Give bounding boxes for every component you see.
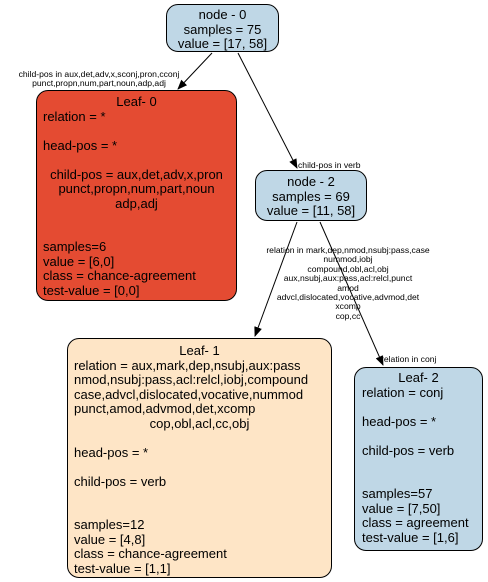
text-line xyxy=(362,458,482,473)
text-line: relation = aux,mark,dep,nsubj,aux:pass xyxy=(74,357,301,373)
text-line: head-pos = * xyxy=(362,413,437,429)
text-line: child-pos = verb xyxy=(362,442,455,458)
text-line xyxy=(37,124,236,139)
text-line: child-pos in aux,det,adv,x,sconj,pron,cc… xyxy=(18,69,180,79)
edge-node0-leaf0 xyxy=(177,52,213,90)
text-line: samples = 75 xyxy=(183,21,262,37)
text-line: nmod,nsubj:pass,acl:relcl,iobj,compound xyxy=(74,372,309,387)
text-line: class = chance-agreement xyxy=(74,546,227,561)
text-line: samples=12 xyxy=(74,517,145,532)
text-line: relation = conj xyxy=(362,384,444,400)
text-line xyxy=(68,489,331,504)
edge-node0-node2 xyxy=(237,52,298,169)
edge-label-node2: child-pos in verb xyxy=(298,160,361,170)
text-line: test-value = [0,0] xyxy=(43,282,140,298)
text-line xyxy=(37,211,236,226)
edge-label-leaf0: child-pos in aux,det,adv,x,sconj,pron,cc… xyxy=(2,69,196,89)
edge-node2-leaf1 xyxy=(254,221,298,337)
text-line xyxy=(68,504,331,519)
text-line: value = [6,0] xyxy=(43,253,115,269)
text-line: punct,propn,num,part,noun xyxy=(58,181,215,196)
text-line: child-pos = aux,det,adv,x,pron xyxy=(50,166,223,182)
text-line: amod xyxy=(337,282,359,293)
text-line: test-value = [1,1] xyxy=(74,560,171,576)
text-line: nummod,iobj xyxy=(323,254,373,265)
text-line: Leaf- 2 xyxy=(398,370,439,385)
text-line: relation = * xyxy=(43,108,106,124)
text-line: punct,amod,advmod,det,xcomp xyxy=(74,401,256,416)
text-line xyxy=(68,460,331,475)
text-line: relation in conj xyxy=(381,354,437,364)
text-line: samples=6 xyxy=(43,239,107,254)
text-line: value = [11, 58] xyxy=(266,203,356,218)
text-line xyxy=(37,226,236,241)
text-line: value = [4,8] xyxy=(74,531,146,547)
text-line: punct,propn,num,part,noun,adp,adj xyxy=(32,78,166,89)
text-line: cop,cc xyxy=(335,310,361,321)
text-line: node - 2 xyxy=(287,174,335,189)
text-line: Leaf- 0 xyxy=(116,94,157,109)
text-line: child-pos in verb xyxy=(298,160,361,170)
text-line: cop,obl,acl,cc,obj xyxy=(149,415,250,431)
text-line xyxy=(362,429,482,444)
text-line: value = [17, 58] xyxy=(177,36,268,51)
text-line: xcomp xyxy=(335,301,361,312)
text-line: test-value = [1,6] xyxy=(362,529,459,545)
text-line: aux,nsubj,aux:pass,acl:relcl,punct xyxy=(283,273,413,284)
text-line: advcl,dislocated,vocative,advmod,det xyxy=(276,292,420,303)
text-line xyxy=(68,431,331,446)
edge-label-leaf2: relation in conj xyxy=(381,354,437,364)
text-line: case,advcl,dislocated,vocative,nummod xyxy=(74,386,304,402)
text-line xyxy=(362,473,482,488)
text-line: Leaf- 1 xyxy=(179,343,220,358)
text-line: samples=57 xyxy=(362,486,433,501)
text-line: node - 0 xyxy=(198,7,247,22)
text-line xyxy=(362,400,482,415)
edge-label-leaf1: relation in mark,dep,nmod,nsubj:pass,cas… xyxy=(251,245,445,321)
text-line xyxy=(37,153,236,168)
text-line: class = agreement xyxy=(362,515,469,530)
text-line: head-pos = * xyxy=(74,444,149,460)
text-line: child-pos = verb xyxy=(74,473,167,489)
text-line: compound,obl,acl,obj xyxy=(307,263,389,274)
leaf-0: Leaf- 0 relation = * head-pos = * child-pos… xyxy=(36,90,237,301)
text-line: class = chance-agreement xyxy=(43,268,196,283)
text-line: relation in mark,dep,nmod,nsubj:pass,cas… xyxy=(266,245,430,255)
text-line: adp,adj xyxy=(115,195,158,211)
text-line: head-pos = * xyxy=(43,137,118,153)
text-line: value = [7,50] xyxy=(362,500,441,516)
text-line: samples = 69 xyxy=(272,188,350,204)
edge-node2-leaf2 xyxy=(319,221,384,366)
